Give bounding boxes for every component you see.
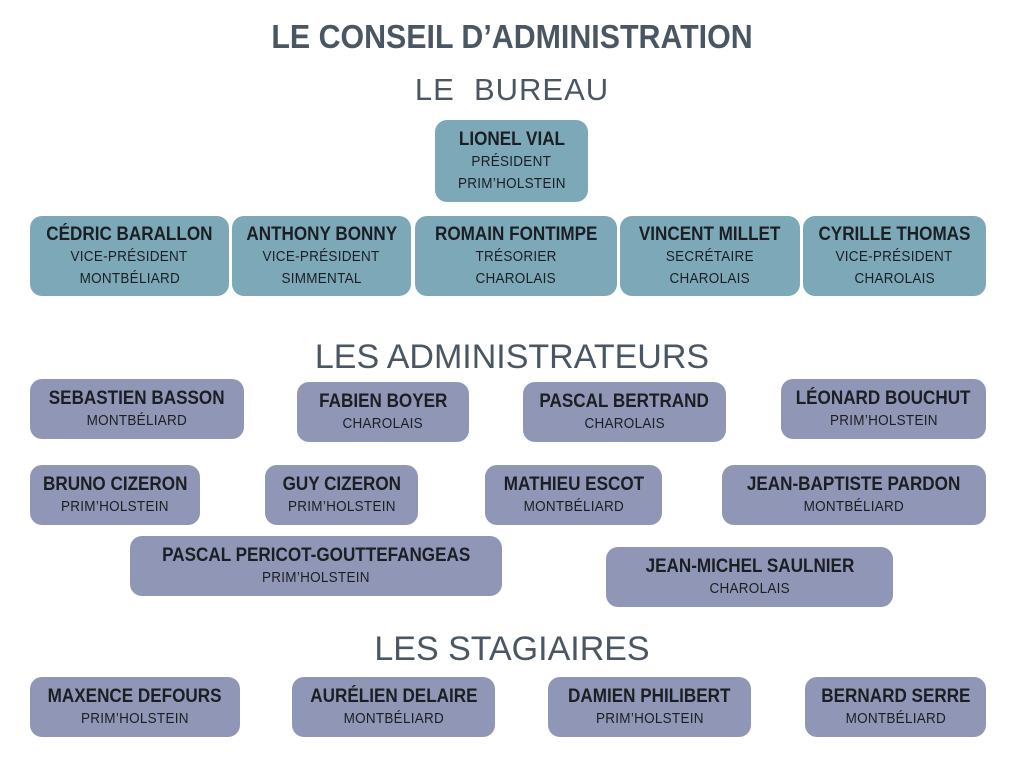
member-breed: PRIM’HOLSTEIN: [81, 709, 189, 727]
member-name: JEAN-BAPTISTE PARDON: [747, 473, 961, 495]
member-name: PASCAL BERTRAND: [539, 390, 710, 412]
member-breed: PRIM’HOLSTEIN: [262, 568, 370, 586]
member-name: MAXENCE DEFOURS: [48, 685, 222, 707]
member-name: ROMAIN FONTIMPE: [434, 223, 598, 245]
admin-card: BRUNO CIZERON PRIM’HOLSTEIN: [30, 465, 200, 525]
member-name: CÉDRIC BARALLON: [46, 223, 213, 245]
stagiaire-card: BERNARD SERRE MONTBÉLIARD: [805, 677, 986, 737]
member-breed: SIMMENTAL: [281, 269, 362, 287]
section-title-stagiaires: LES STAGIAIRES: [374, 630, 650, 668]
member-breed: MONTBÉLIARD: [523, 497, 624, 515]
member-role: SECRÉTAIRE: [666, 247, 754, 265]
bureau-card: VINCENT MILLET SECRÉTAIRE CHAROLAIS: [620, 216, 800, 296]
member-breed: CHAROLAIS: [709, 579, 790, 597]
member-role: VICE-PRÉSIDENT: [262, 247, 381, 265]
member-name: CYRILLE THOMAS: [818, 223, 971, 245]
stagiaire-card: MAXENCE DEFOURS PRIM’HOLSTEIN: [30, 677, 240, 737]
member-role: TRÉSORIER: [475, 247, 557, 265]
page-title: LE CONSEIL D’ADMINISTRATION: [271, 18, 753, 55]
member-role: PRÉSIDENT: [471, 152, 552, 170]
member-name: VINCENT MILLET: [639, 223, 781, 245]
admin-card: SEBASTIEN BASSON MONTBÉLIARD: [30, 379, 244, 439]
member-breed: MONTBÉLIARD: [803, 497, 905, 515]
member-breed: PRIM’HOLSTEIN: [61, 497, 169, 515]
member-role: VICE-PRÉSIDENT: [835, 247, 954, 265]
admin-card: PASCAL PERICOT-GOUTTEFANGEAS PRIM’HOLSTE…: [130, 536, 502, 596]
member-name: GUY CIZERON: [282, 473, 401, 495]
admin-card: FABIEN BOYER CHAROLAIS: [297, 382, 469, 442]
member-name: BERNARD SERRE: [820, 685, 971, 707]
member-breed: PRIM’HOLSTEIN: [457, 174, 566, 192]
member-name: AURÉLIEN DELAIRE: [309, 685, 478, 707]
admin-card: LÉONARD BOUCHUT PRIM’HOLSTEIN: [781, 379, 986, 439]
member-breed: CHAROLAIS: [584, 414, 665, 432]
member-name: FABIEN BOYER: [318, 390, 448, 412]
admin-card: JEAN-BAPTISTE PARDON MONTBÉLIARD: [722, 465, 986, 525]
member-breed: PRIM’HOLSTEIN: [595, 709, 704, 727]
member-breed: MONTBÉLIARD: [343, 709, 444, 727]
member-breed: PRIM’HOLSTEIN: [829, 411, 938, 429]
member-name: SEBASTIEN BASSON: [49, 387, 225, 409]
stagiaire-card: DAMIEN PHILIBERT PRIM’HOLSTEIN: [548, 677, 751, 737]
admin-card: GUY CIZERON PRIM’HOLSTEIN: [265, 465, 418, 525]
member-name: BRUNO CIZERON: [42, 473, 188, 495]
admin-card: PASCAL BERTRAND CHAROLAIS: [523, 382, 726, 442]
member-breed: PRIM’HOLSTEIN: [287, 497, 396, 515]
member-name: DAMIEN PHILIBERT: [568, 685, 731, 707]
stagiaire-card: AURÉLIEN DELAIRE MONTBÉLIARD: [292, 677, 495, 737]
member-name: MATHIEU ESCOT: [503, 473, 644, 495]
member-breed: MONTBÉLIARD: [86, 411, 188, 429]
bureau-card: ROMAIN FONTIMPE TRÉSORIER CHAROLAIS: [415, 216, 617, 296]
section-title-administrateurs: LES ADMINISTRATEURS: [314, 338, 710, 376]
member-role: VICE-PRÉSIDENT: [70, 247, 189, 265]
admin-card: JEAN-MICHEL SAULNIER CHAROLAIS: [606, 547, 893, 607]
member-breed: MONTBÉLIARD: [79, 269, 180, 287]
bureau-card: CÉDRIC BARALLON VICE-PRÉSIDENT MONTBÉLIA…: [30, 216, 229, 296]
president-card: LIONEL VIAL PRÉSIDENT PRIM’HOLSTEIN: [435, 120, 588, 202]
member-breed: CHAROLAIS: [342, 414, 424, 432]
member-breed: CHAROLAIS: [475, 269, 557, 287]
section-title-bureau: LE BUREAU: [414, 72, 610, 107]
bureau-card: CYRILLE THOMAS VICE-PRÉSIDENT CHAROLAIS: [803, 216, 986, 296]
member-breed: MONTBÉLIARD: [845, 709, 946, 727]
bureau-card: ANTHONY BONNY VICE-PRÉSIDENT SIMMENTAL: [232, 216, 411, 296]
member-breed: CHAROLAIS: [669, 269, 751, 287]
member-name: PASCAL PERICOT-GOUTTEFANGEAS: [161, 544, 471, 566]
member-breed: CHAROLAIS: [854, 269, 935, 287]
member-name: JEAN-MICHEL SAULNIER: [645, 555, 854, 577]
member-name: LÉONARD BOUCHUT: [796, 387, 971, 409]
member-name: LIONEL VIAL: [458, 128, 565, 150]
member-name: ANTHONY BONNY: [246, 223, 397, 245]
admin-card: MATHIEU ESCOT MONTBÉLIARD: [485, 465, 662, 525]
